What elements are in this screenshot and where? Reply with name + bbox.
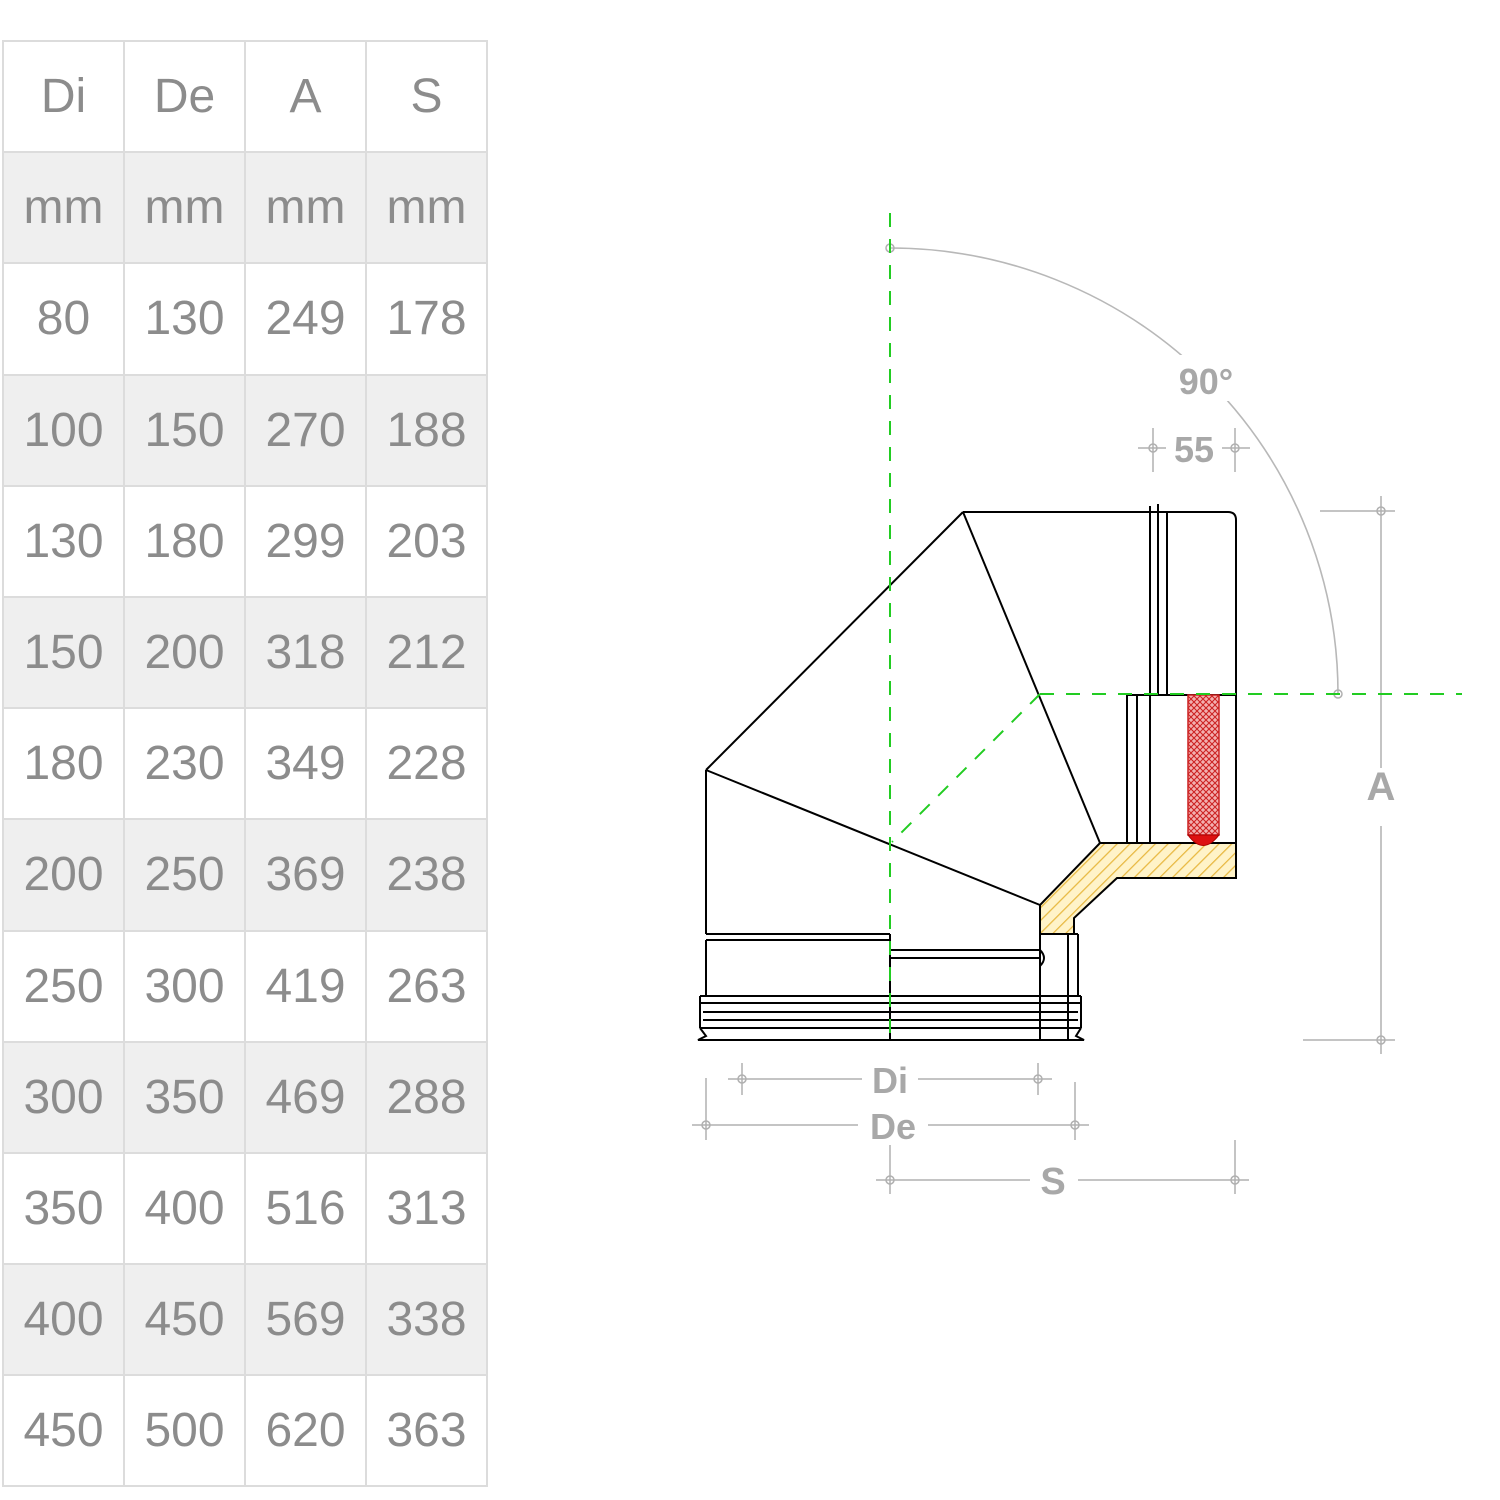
elbow-body [697,504,1237,1041]
table-cell: 228 [365,707,488,821]
table-cell: 238 [365,818,488,932]
insulation-layer [1187,694,1220,836]
table-cell: 212 [365,595,488,710]
table-cell: 130 [2,484,125,598]
table-cell: 569 [244,1263,367,1377]
table-cell: 318 [244,595,367,710]
table-cell: 450 [2,1374,125,1488]
table-cell: 150 [123,373,246,487]
unit-cell: mm [123,151,246,265]
table-cell: 150 [2,595,125,710]
table-cell: 300 [2,1040,125,1154]
table-cell: 250 [2,929,125,1043]
table-cell: 180 [123,484,246,598]
table-cell: 299 [244,484,367,598]
table-cell: 178 [365,262,488,376]
unit-cell: mm [365,151,488,265]
table-cell: 200 [2,818,125,932]
centerlines [889,213,1462,1040]
column-header: S [365,39,488,154]
height-label: A [1367,765,1396,809]
table-cell: 400 [123,1151,246,1266]
table-cell: 100 [2,373,125,487]
table-cell: 230 [123,707,246,821]
offset-dimension: 55 [1138,428,1250,472]
column-header: Di [2,39,125,154]
table-cell: 363 [365,1374,488,1488]
table-cell: 338 [365,1263,488,1377]
offset-label: 55 [1174,429,1214,470]
table-cell: 500 [123,1374,246,1488]
height-dimension: A [1303,496,1395,1054]
table-cell: 350 [2,1151,125,1266]
table-cell: 270 [244,373,367,487]
table-cell: 350 [123,1040,246,1154]
angle-dimension: 90° [885,243,1343,699]
column-header: A [244,39,367,154]
table-cell: 80 [2,262,125,376]
table-cell: 249 [244,262,367,376]
table-cell: 469 [244,1040,367,1154]
table-cell: 516 [244,1151,367,1266]
table-cell: 288 [365,1040,488,1154]
table-cell: 200 [123,595,246,710]
table-cell: 203 [365,484,488,598]
table-cell: 263 [365,929,488,1043]
shift-label: S [1040,1161,1065,1203]
gasket-section [1039,842,1237,935]
unit-cell: mm [2,151,125,265]
outer-diameter-label: De [870,1106,916,1147]
table-cell: 130 [123,262,246,376]
table-cell: 313 [365,1151,488,1266]
table-cell: 349 [244,707,367,821]
table-cell: 188 [365,373,488,487]
table-cell: 400 [2,1263,125,1377]
table-cell: 620 [244,1374,367,1488]
table-cell: 419 [244,929,367,1043]
table-cell: 300 [123,929,246,1043]
table-cell: 180 [2,707,125,821]
unit-cell: mm [244,151,367,265]
angle-label: 90° [1179,361,1233,402]
column-header: De [123,39,246,154]
table-cell: 250 [123,818,246,932]
insulation-seal [1187,834,1221,846]
inner-diameter-label: Di [872,1060,908,1101]
table-cell: 369 [244,818,367,932]
table-cell: 450 [123,1263,246,1377]
bottom-dimensions: Di De S [692,1060,1249,1203]
